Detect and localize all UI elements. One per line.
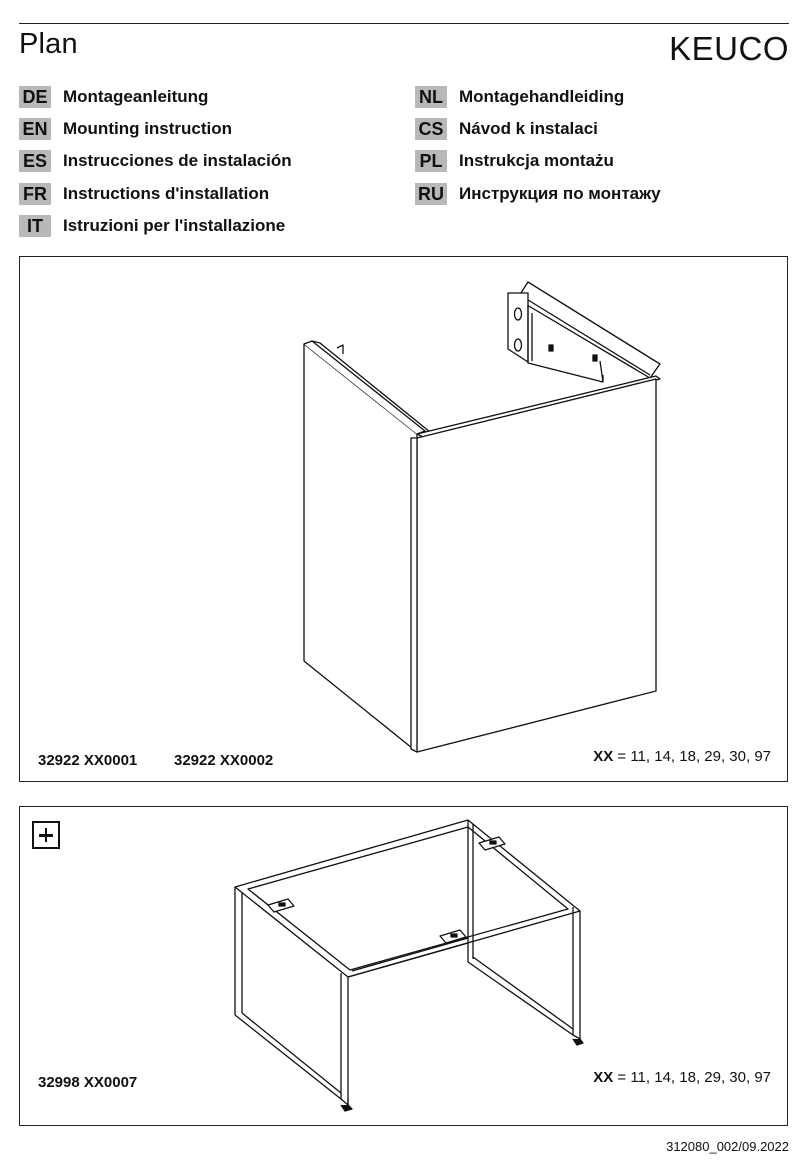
lang-code: NL: [415, 86, 447, 108]
lang-label: Инструкция по монтажу: [459, 184, 661, 203]
variant-values: = 11, 14, 18, 29, 30, 97: [613, 748, 771, 765]
lang-label: Instrukcja montażu: [459, 151, 614, 170]
lang-label: Istruzioni per l'installazione: [63, 216, 286, 235]
lang-code: DE: [19, 86, 51, 108]
product-code: 32998 XX0007: [38, 1074, 138, 1091]
color-variants: XX = 11, 14, 18, 29, 30, 97: [593, 1069, 771, 1086]
header-rule: [19, 23, 789, 24]
cabinet-illustration: [303, 281, 661, 753]
lang-label: Instrucciones de instalación: [63, 151, 292, 170]
lang-code: ES: [19, 150, 51, 172]
cabinet-panel: 32922 XX0001 32922 XX0002 XX = 11, 14, 1…: [19, 256, 788, 782]
variant-key: XX: [593, 748, 614, 765]
document-number: 312080_002/09.2022: [666, 1139, 789, 1154]
color-variants: XX = 11, 14, 18, 29, 30, 97: [593, 748, 771, 765]
lang-code: PL: [415, 150, 447, 172]
variant-key: XX: [593, 1069, 614, 1086]
lang-code: FR: [19, 183, 51, 205]
lang-label: Montageanleitung: [63, 87, 209, 106]
lang-code: IT: [19, 215, 51, 237]
brand-logo: KEUCO: [669, 30, 789, 67]
product-code: 32922 XX0001: [38, 752, 138, 769]
lang-label: Mounting instruction: [63, 119, 233, 138]
lang-label: Instructions d'installation: [63, 184, 270, 203]
lang-label: Návod k instalaci: [459, 119, 598, 138]
lang-code: CS: [415, 118, 447, 140]
frame-panel: 32998 XX0007 XX = 11, 14, 18, 29, 30, 97: [19, 806, 788, 1126]
plus-icon: [32, 821, 60, 849]
lang-code: RU: [415, 183, 447, 205]
lang-label: Montagehandleiding: [459, 87, 625, 106]
variant-values: = 11, 14, 18, 29, 30, 97: [613, 1069, 771, 1086]
product-title: Plan: [19, 28, 78, 60]
lang-code: EN: [19, 118, 51, 140]
frame-illustration: [234, 819, 584, 1112]
product-code: 32922 XX0002: [174, 752, 274, 769]
